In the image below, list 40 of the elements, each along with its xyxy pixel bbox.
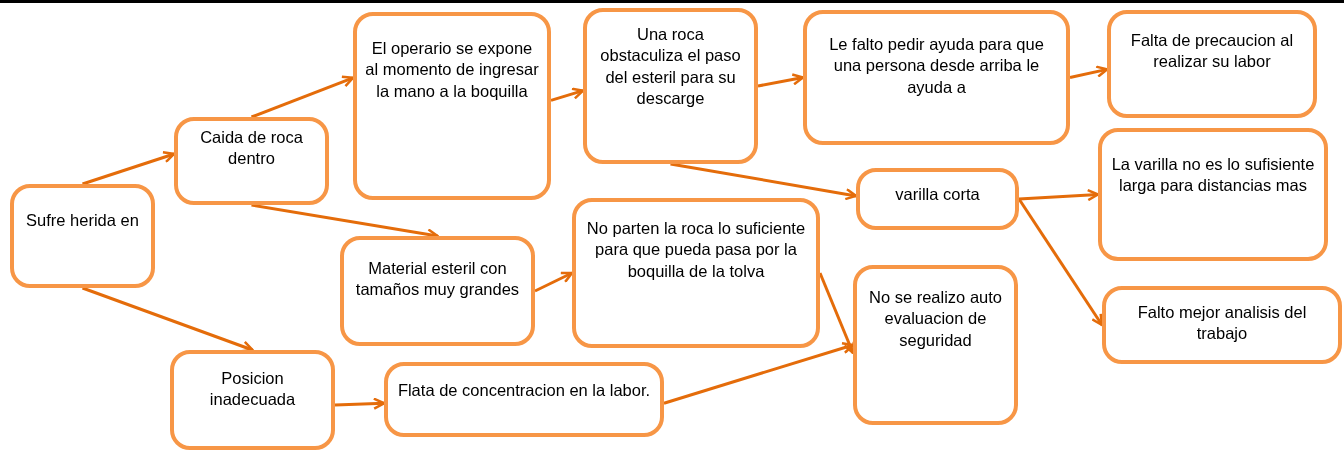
box-text: El operario se expone al momento de ingresar la mano a la boquilla <box>365 38 539 102</box>
box-text: Sufre herida en <box>25 210 140 231</box>
cause-box <box>170 350 335 450</box>
arrow <box>334 397 386 410</box>
box-text: No parten la roca lo suficiente para que pueda pasa por la boquilla de la tolva <box>585 218 807 282</box>
box-text: Una roca obstaculiza el paso del esteril para su descarge <box>599 24 742 110</box>
box-text: varilla corta <box>894 184 981 205</box>
cause-box <box>1102 286 1342 364</box>
box-text: Falto mejor analisis del trabajo <box>1136 302 1308 345</box>
arrow <box>250 75 355 119</box>
cause-box <box>1107 10 1317 118</box>
arrow <box>1069 65 1109 79</box>
cause-box <box>353 12 551 200</box>
box-text: Le falto pedir ayuda para que una persona desde arriba le ayuda a <box>828 34 1045 98</box>
box-text: Caida de roca dentro <box>199 127 304 170</box>
cause-box <box>340 236 535 346</box>
cause-box <box>572 198 820 348</box>
box-text: Material esteril con tamaños muy grandes <box>354 258 521 301</box>
box-text: Flata de concentracion en la labor. <box>396 380 652 401</box>
box-text: Falta de precaucion al realizar su labor <box>1129 30 1295 73</box>
box-text: No se realizo auto evaluacion de seguridad <box>868 287 1003 351</box>
arrow <box>670 162 858 201</box>
cause-box <box>384 362 664 437</box>
cause-box <box>853 265 1018 425</box>
arrow <box>1017 198 1104 327</box>
cause-box <box>1098 128 1328 261</box>
cause-box <box>10 184 155 288</box>
box-text: Posicion inadecuada <box>208 368 297 411</box>
arrow <box>82 286 254 353</box>
cause-box <box>174 117 329 205</box>
arrow <box>550 87 585 102</box>
arrow <box>82 151 176 186</box>
arrow <box>1018 188 1100 202</box>
arrow <box>757 73 805 88</box>
cause-box <box>803 10 1070 145</box>
arrow <box>534 271 574 293</box>
cause-box <box>856 168 1019 230</box>
box-text: La varilla no es lo sufisiente larga para distancias mas <box>1110 154 1316 197</box>
arrow <box>663 341 855 405</box>
cause-box <box>583 8 758 164</box>
